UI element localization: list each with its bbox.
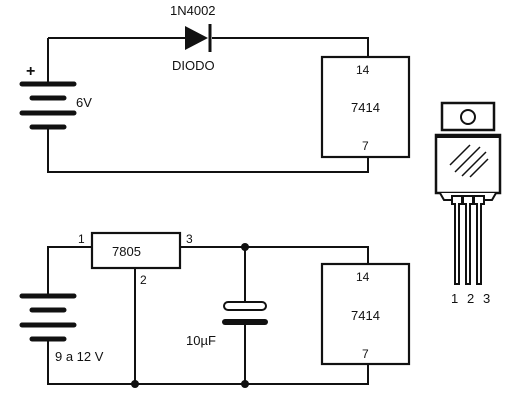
package-pin3: 3 bbox=[483, 291, 490, 306]
capacitor-value: 10µF bbox=[186, 333, 216, 348]
bottom-circuit: 7805 1 2 3 9 a 12 V 10µF 14 7414 7 bbox=[19, 231, 411, 388]
battery-plus-sign: + bbox=[26, 63, 35, 80]
ic-top-name: 7414 bbox=[351, 100, 380, 115]
battery-6v-label: 6V bbox=[76, 95, 92, 110]
ic-bottom-pin7: 7 bbox=[362, 347, 369, 361]
to220-package-drawing: 1 2 3 bbox=[434, 101, 502, 306]
ic-bottom-pin14: 14 bbox=[356, 270, 370, 284]
package-pin2: 2 bbox=[467, 291, 474, 306]
regulator-pin2: 2 bbox=[140, 273, 147, 287]
capacitor-symbol bbox=[222, 301, 268, 325]
ic-bottom-name: 7414 bbox=[351, 308, 380, 323]
package-pin1: 1 bbox=[451, 291, 458, 306]
top-wire-loop bbox=[47, 37, 369, 173]
ic-7414-top bbox=[320, 55, 411, 159]
regulator-pin1: 1 bbox=[78, 232, 85, 246]
bottom-wires bbox=[47, 246, 369, 385]
ic-top-pin14: 14 bbox=[356, 63, 370, 77]
regulator-7805 bbox=[90, 231, 182, 270]
battery-9-12v-symbol bbox=[19, 275, 77, 355]
regulator-name: 7805 bbox=[112, 244, 141, 259]
diode-part-label: 1N4002 bbox=[170, 3, 216, 18]
regulator-pin3: 3 bbox=[186, 232, 193, 246]
diode-name-label: DIODO bbox=[172, 58, 215, 73]
battery-6v-symbol bbox=[19, 68, 77, 150]
ic-top-pin7: 7 bbox=[362, 139, 369, 153]
diode-symbol bbox=[185, 24, 212, 52]
junction-dot bbox=[241, 243, 249, 251]
ic-7414-bottom bbox=[320, 262, 411, 366]
battery-9-12v-label: 9 a 12 V bbox=[55, 349, 104, 364]
top-circuit: 1N4002 DIODO + 6V 14 7414 7 bbox=[19, 3, 411, 173]
junction-dot bbox=[241, 380, 249, 388]
junction-dot bbox=[131, 380, 139, 388]
